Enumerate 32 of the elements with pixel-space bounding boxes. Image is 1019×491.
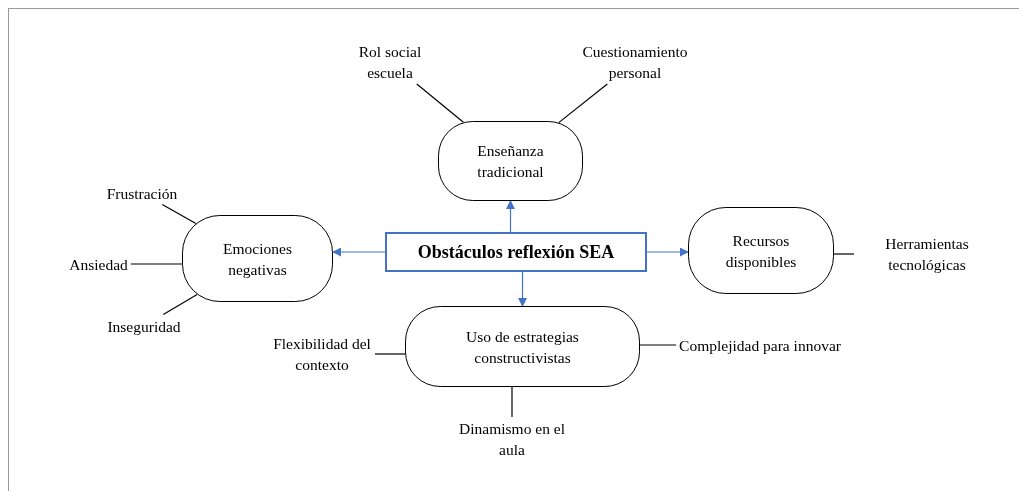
factor-label: Complejidad para innovar — [679, 335, 841, 356]
factor-label: Flexibilidad del contexto — [272, 334, 372, 375]
topic-box — [182, 215, 333, 302]
topic-label: Enseñanza tradicional — [476, 141, 545, 182]
connector-line — [162, 293, 198, 316]
connector-line — [161, 203, 197, 225]
connector-line — [639, 344, 677, 346]
factor-label: Dinamismo en el aula — [458, 419, 566, 460]
factor-label: Cuestionamiento personal — [581, 42, 689, 83]
factor-label: Inseguridad — [107, 316, 181, 337]
arrow — [332, 247, 386, 257]
topic-box — [688, 207, 834, 294]
topic-label: Uso de estrategias constructivistas — [465, 326, 580, 368]
factor-label: Rol social escuela — [357, 42, 423, 83]
factor-label: Herramientas tecnológicas — [884, 234, 970, 275]
connector-line — [511, 386, 513, 418]
connector-line — [558, 83, 608, 124]
factor-label: Frustración — [106, 183, 178, 204]
connector-line — [374, 353, 406, 355]
title-box — [385, 232, 647, 272]
topic-label: Recursos disponibles — [724, 230, 798, 272]
topic-box — [405, 306, 640, 387]
factor-label: Ansiedad — [69, 254, 128, 275]
arrow — [646, 247, 689, 257]
connector-line — [416, 83, 464, 123]
title-text: Obstáculos reflexión SEA — [417, 241, 615, 263]
connector-line — [833, 253, 855, 255]
topic-box — [438, 121, 583, 201]
arrow — [518, 271, 527, 307]
arrow — [506, 200, 515, 233]
connector-line — [130, 263, 183, 265]
topic-label: Emociones negativas — [222, 238, 293, 280]
